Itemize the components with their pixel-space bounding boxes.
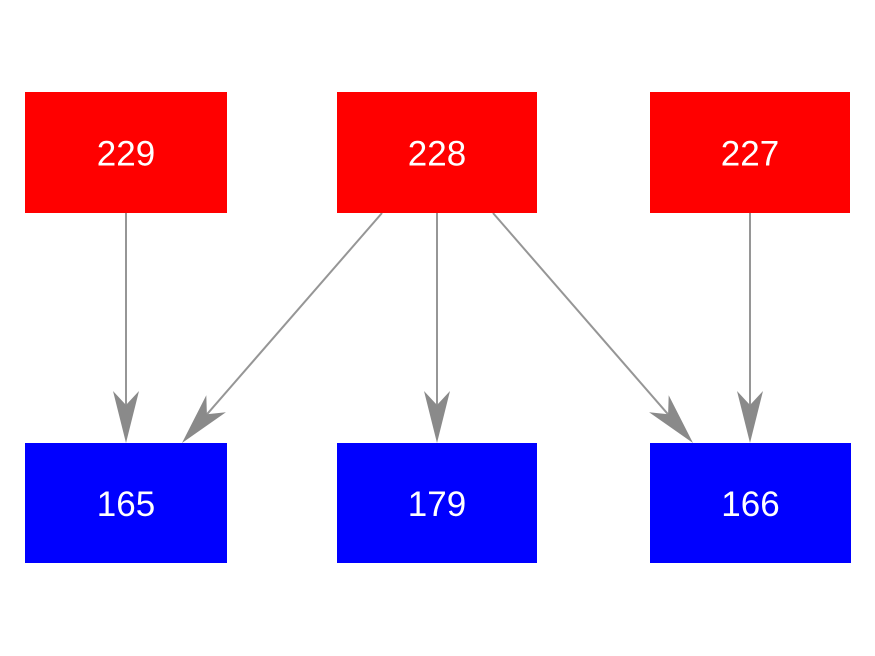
edge-228-166 — [492, 212, 669, 415]
edge-228-166-arrowhead-icon — [649, 395, 693, 443]
node-165[interactable]: 165 — [25, 443, 227, 563]
node-229[interactable]: 229 — [25, 92, 227, 213]
node-179[interactable]: 179 — [337, 443, 537, 563]
node-label: 229 — [97, 135, 155, 174]
node-rect — [25, 92, 227, 213]
edge-227-166-arrowhead-icon — [737, 391, 763, 443]
node-label: 165 — [97, 485, 155, 524]
node-rect — [25, 443, 227, 563]
edge-228-165-arrowhead-icon — [182, 395, 226, 443]
node-228[interactable]: 228 — [337, 92, 537, 213]
edge-228-179-arrowhead-icon — [424, 391, 450, 443]
node-rect — [650, 443, 851, 563]
node-label: 228 — [408, 135, 466, 174]
node-rect — [650, 92, 850, 213]
node-label: 227 — [721, 135, 779, 174]
edge-228-165 — [206, 212, 383, 415]
node-label: 179 — [408, 485, 466, 524]
edge-229-165-arrowhead-icon — [113, 391, 139, 443]
node-227[interactable]: 227 — [650, 92, 850, 213]
node-label: 166 — [721, 485, 779, 524]
node-166[interactable]: 166 — [650, 443, 851, 563]
node-rect — [337, 443, 537, 563]
node-rect — [337, 92, 537, 213]
